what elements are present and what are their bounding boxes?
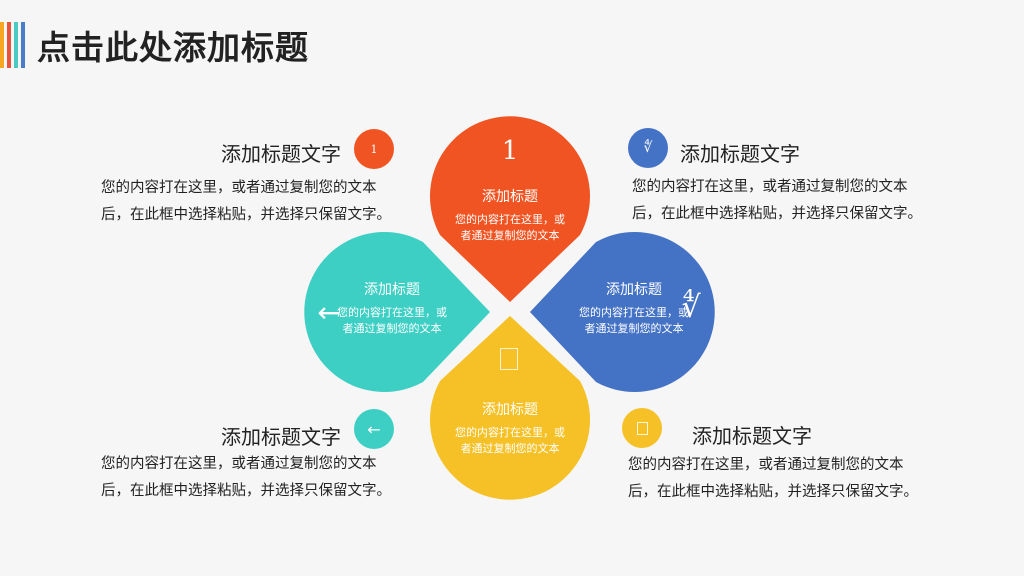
block-top-left-title[interactable]: 添加标题文字 [221, 142, 341, 166]
block-top-right-badge-icon: ∜ [628, 128, 668, 168]
petal-right-icon: ∜ [681, 290, 701, 325]
page-title[interactable]: 点击此处添加标题 [37, 28, 309, 67]
stripe-blue [21, 22, 25, 68]
block-top-right-body[interactable]: 您的内容打在这里，或者通过复制您的文本 后，在此框中选择粘贴，并选择只保留文字。 [632, 174, 942, 228]
block-bottom-left-line1: 您的内容打在这里，或者通过复制您的文本 [101, 456, 377, 472]
block-bottom-right-line2: 后，在此框中选择粘贴，并选择只保留文字。 [628, 484, 918, 500]
block-bottom-right-badge [622, 408, 662, 448]
petal-left-icon: ← [317, 296, 341, 329]
petal-bottom-icon [500, 348, 518, 370]
petal-left[interactable] [304, 232, 490, 392]
block-bottom-right-body[interactable]: 您的内容打在这里，或者通过复制您的文本 后，在此框中选择粘贴，并选择只保留文字。 [628, 452, 938, 506]
petal-bottom-text: 添加标题 您的内容打在这里，或者通过复制您的文本 [455, 399, 565, 457]
petal-top-title: 添加标题 [482, 189, 538, 205]
block-bottom-right-title[interactable]: 添加标题文字 [692, 424, 812, 448]
block-bottom-left-badge-icon: ← [354, 409, 394, 449]
petal-right[interactable] [530, 232, 715, 392]
block-bottom-left-body[interactable]: 您的内容打在这里，或者通过复制您的文本 后，在此框中选择粘贴，并选择只保留文字。 [101, 451, 411, 505]
petal-left-body: 您的内容打在这里，或者通过复制您的文本 [337, 306, 447, 335]
block-top-left-line1: 您的内容打在这里，或者通过复制您的文本 [101, 180, 377, 196]
petal-left-title: 添加标题 [364, 282, 420, 298]
petal-bottom[interactable] [430, 316, 590, 500]
petal-top-text: 添加标题 您的内容打在这里，或者通过复制您的文本 [455, 186, 565, 244]
petal-right-body: 您的内容打在这里，或者通过复制您的文本 [579, 306, 689, 335]
petal-top-icon: 1 [501, 136, 519, 166]
block-bottom-right-line1: 您的内容打在这里，或者通过复制您的文本 [628, 457, 904, 473]
block-top-right-title[interactable]: 添加标题文字 [680, 142, 800, 166]
petal-top[interactable] [429, 116, 590, 302]
petal-left-text: 添加标题 您的内容打在这里，或者通过复制您的文本 [337, 279, 447, 337]
block-top-left-badge-icon: 1 [354, 129, 394, 169]
block-bottom-right-badge-icon [636, 421, 648, 435]
block-bottom-left-line2: 后，在此框中选择粘贴，并选择只保留文字。 [101, 483, 391, 499]
title-stripes [0, 22, 25, 68]
block-top-left-body[interactable]: 您的内容打在这里，或者通过复制您的文本 后，在此框中选择粘贴，并选择只保留文字。 [101, 175, 411, 229]
petal-right-text: 添加标题 您的内容打在这里，或者通过复制您的文本 [579, 279, 689, 337]
stripe-red [7, 22, 11, 68]
block-bottom-left-title[interactable]: 添加标题文字 [221, 425, 341, 449]
stripe-orange [0, 22, 4, 68]
petal-top-body: 您的内容打在这里，或者通过复制您的文本 [455, 213, 565, 242]
block-top-left-line2: 后，在此框中选择粘贴，并选择只保留文字。 [101, 207, 391, 223]
petal-bottom-title: 添加标题 [482, 402, 538, 418]
block-top-right-line2: 后，在此框中选择粘贴，并选择只保留文字。 [632, 206, 922, 222]
block-top-right-line1: 您的内容打在这里，或者通过复制您的文本 [632, 179, 908, 195]
petal-bottom-body: 您的内容打在这里，或者通过复制您的文本 [455, 426, 565, 455]
title-bar: 点击此处添加标题 [0, 22, 309, 68]
petal-right-title: 添加标题 [606, 282, 662, 298]
stripe-teal [14, 22, 18, 68]
